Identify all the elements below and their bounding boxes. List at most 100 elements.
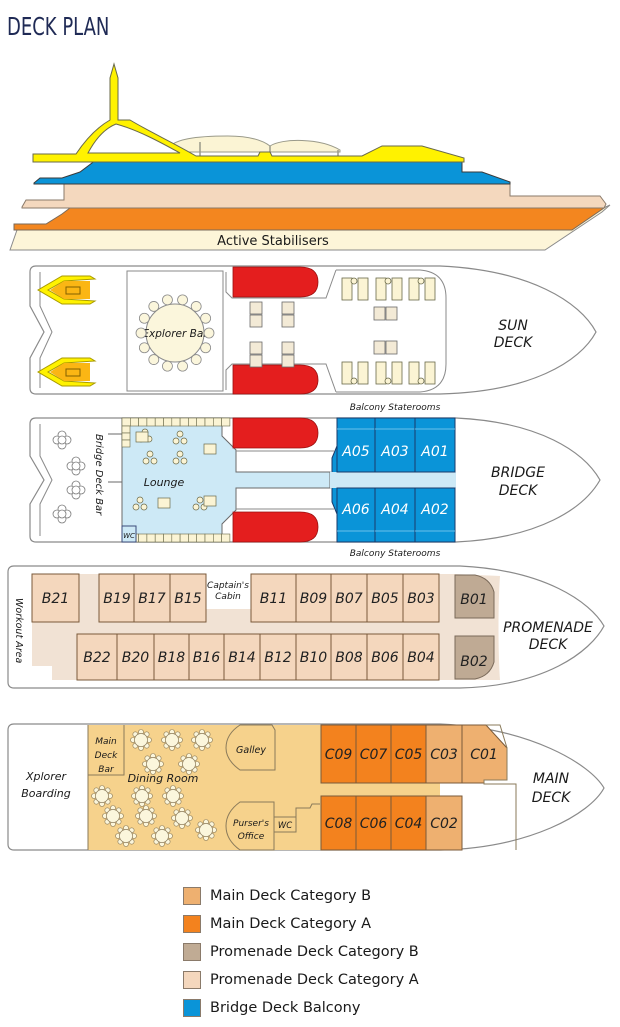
- cabin-A02[interactable]: A02: [414, 487, 456, 543]
- cabin-B08[interactable]: B08: [330, 633, 368, 681]
- cabin-box: [116, 633, 155, 681]
- dining-table: [95, 789, 109, 803]
- bar-stool: [138, 342, 150, 354]
- cabin-A03[interactable]: A03: [374, 417, 416, 473]
- lounge-label: Lounge: [144, 476, 185, 489]
- cabin-B03[interactable]: B03: [402, 573, 440, 623]
- lounge-seat: [192, 503, 200, 511]
- cabin-label: B20: [122, 650, 150, 666]
- cabin-A05[interactable]: A05: [336, 417, 376, 473]
- dining-room-label: Dining Room: [128, 772, 199, 785]
- cabin-label: C09: [325, 747, 353, 763]
- cabin-B18[interactable]: B18: [153, 633, 190, 681]
- cabin-B14[interactable]: B14: [223, 633, 261, 681]
- cabin-A04[interactable]: A04: [374, 487, 416, 543]
- dining-table: [135, 789, 149, 803]
- lounge-seat: [136, 496, 144, 504]
- cabin-box: [355, 795, 392, 851]
- cabin-box: [153, 633, 190, 681]
- side-table: [350, 377, 358, 385]
- table-cluster: [71, 461, 81, 471]
- lounge-seat: [180, 457, 188, 465]
- cabin-B22[interactable]: B22: [76, 633, 118, 681]
- cabin-box: [250, 573, 297, 623]
- cabin-B19[interactable]: B19: [98, 573, 136, 623]
- legend-swatch: [183, 971, 201, 989]
- cabin-C06[interactable]: C06: [355, 795, 392, 851]
- cabin-box: [402, 573, 440, 623]
- table-cluster: [71, 485, 81, 495]
- cabin-A06[interactable]: A06: [336, 487, 376, 543]
- cabin-C07[interactable]: C07: [355, 724, 392, 784]
- cabin-B06[interactable]: B06: [366, 633, 404, 681]
- lounge-seat: [140, 503, 148, 511]
- bar-seat: [188, 533, 197, 543]
- profile-canopy: [165, 135, 341, 153]
- cabin-B21[interactable]: B21: [31, 573, 80, 623]
- cabin-B07[interactable]: B07: [330, 573, 368, 623]
- cabin-B15[interactable]: B15: [169, 573, 207, 623]
- bridge-deck-bar-label: Bridge Deck Bar: [93, 434, 104, 516]
- bar-seat: [221, 533, 231, 543]
- sun-lounger: [424, 361, 436, 385]
- cabin-label: C05: [395, 747, 423, 763]
- cabin-B16[interactable]: B16: [188, 633, 225, 681]
- main-deck-name-line2: DECK: [532, 790, 572, 806]
- sun-lounger: [357, 277, 369, 301]
- captains-cabin-line2: Cabin: [215, 592, 241, 602]
- cabin-C05[interactable]: C05: [390, 724, 427, 784]
- bar-seat: [154, 533, 164, 543]
- profile-promenade-deck: [21, 183, 607, 209]
- tender-boat-bottom: [37, 357, 97, 387]
- main-deck-name-line1: MAIN: [533, 771, 570, 787]
- legend-label: Promenade Deck Category B: [210, 944, 419, 960]
- cabin-C09[interactable]: C09: [320, 724, 357, 784]
- cabin-B20[interactable]: B20: [116, 633, 155, 681]
- dining-table: [165, 733, 179, 747]
- cabin-A01[interactable]: A01: [414, 417, 456, 473]
- cabin-C03[interactable]: C03: [425, 724, 463, 784]
- sun-lounger: [375, 277, 387, 301]
- cabin-B17[interactable]: B17: [133, 573, 171, 623]
- bar-stool: [190, 354, 202, 365]
- cabin-label: A06: [341, 502, 369, 518]
- cabin-B04[interactable]: B04: [402, 633, 440, 681]
- xplorer-boarding-line1: Xplorer: [25, 770, 68, 783]
- pursers-office-line2: Office: [238, 832, 265, 842]
- cabin-B09[interactable]: B09: [295, 573, 332, 623]
- legend-swatch: [183, 943, 201, 961]
- cabin-box: [414, 417, 456, 473]
- table: [385, 340, 398, 355]
- bar-stool: [203, 327, 215, 339]
- bar-seat: [138, 533, 148, 543]
- xplorer-boarding-line2: Boarding: [21, 787, 71, 800]
- cabin-B10[interactable]: B10: [295, 633, 332, 681]
- legend-swatch: [183, 887, 201, 905]
- sun-lounger: [408, 361, 420, 385]
- cabin-label: A02: [420, 502, 448, 518]
- cabin-B11[interactable]: B11: [250, 573, 297, 623]
- cabin-B05[interactable]: B05: [366, 573, 404, 623]
- table: [385, 306, 398, 321]
- cabin-C04[interactable]: C04: [390, 795, 427, 851]
- bar-seat: [163, 533, 173, 543]
- cabin-box: [355, 724, 392, 784]
- bar-seat: [204, 533, 214, 543]
- bar-seat: [163, 417, 173, 427]
- bar-seat: [121, 439, 131, 448]
- legend-item: Main Deck Category B: [183, 882, 419, 910]
- cabin-label: A04: [380, 502, 408, 518]
- sofa: [135, 431, 149, 443]
- cabin-C02[interactable]: C02: [425, 795, 463, 851]
- cabin-B12[interactable]: B12: [259, 633, 297, 681]
- bar-seat: [121, 417, 131, 427]
- cabin-C08[interactable]: C08: [320, 795, 357, 851]
- dining-table: [199, 823, 213, 837]
- cabin-box: [425, 795, 463, 851]
- table: [249, 314, 263, 328]
- cabin-box: [320, 795, 357, 851]
- bar-seat: [146, 417, 156, 427]
- lounge-seat: [172, 437, 180, 445]
- bar-stool: [162, 360, 173, 372]
